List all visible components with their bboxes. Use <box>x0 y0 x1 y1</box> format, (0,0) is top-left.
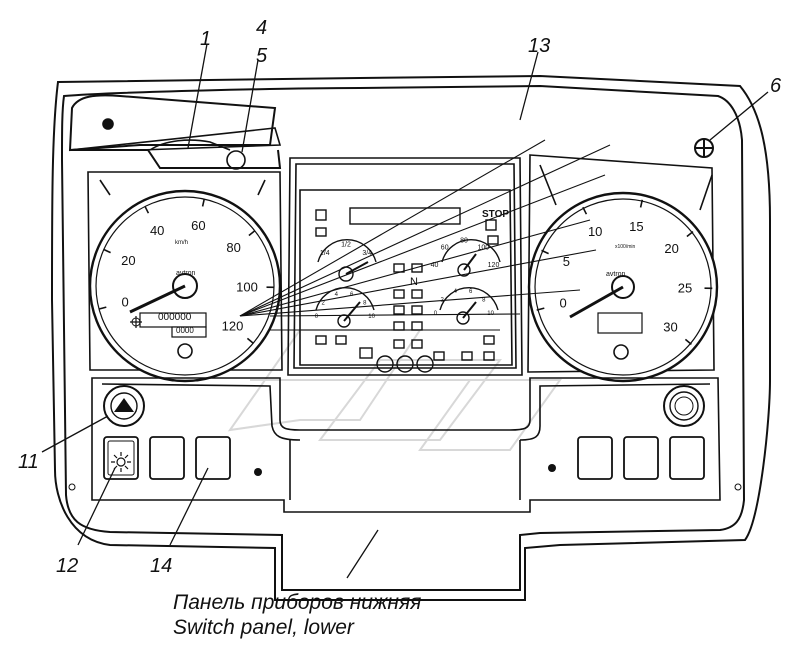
odometer-total: 000000 <box>158 312 192 323</box>
switch-blank-2[interactable] <box>149 436 185 480</box>
pressure-left-tick-label: 2 <box>322 300 326 306</box>
tachometer-tick-mark <box>541 249 549 255</box>
switch-section <box>91 377 721 513</box>
leader-lines-cross <box>239 139 611 331</box>
screw-6-cross <box>696 140 712 156</box>
hazard-button[interactable] <box>103 385 145 427</box>
callout-14: 14 <box>150 555 172 577</box>
stop-label: STOP <box>482 209 509 220</box>
pressure-right-tick-label: 4 <box>454 289 458 295</box>
speedometer-tick-label: 20 <box>121 253 135 268</box>
tachometer-brand: avtron <box>606 271 626 278</box>
caption-en: Switch panel, lower <box>173 616 354 640</box>
callout-13: 13 <box>528 35 550 57</box>
temp-gauge-ticks: 40 60 80 100 120 <box>431 237 500 269</box>
fuel-tick-label: 1/4 <box>320 250 330 257</box>
temp-tick-label: 80 <box>460 237 468 244</box>
speedometer-tick-mark <box>103 248 111 254</box>
speedometer-tick-mark <box>144 205 150 214</box>
fuel-tick-label: 1/2 <box>341 241 351 248</box>
temp-tick-label: 60 <box>441 245 449 252</box>
caption: Панель приборов нижняя Switch panel, low… <box>173 590 421 640</box>
tachometer-tick-label: 10 <box>588 224 602 239</box>
pressure-left-tick-label: 0 <box>315 314 319 320</box>
tachometer-tick-label: 15 <box>629 219 643 234</box>
pressure-right-tick-label: 6 <box>469 289 473 295</box>
tachometer-tick-label: 30 <box>663 319 677 334</box>
tachometer: avtron x100/min 0 5 10 15 20 25 30 <box>527 191 719 383</box>
fuel-gauge-ticks: 1/4 1/2 3/4 <box>320 241 372 257</box>
dashboard-body <box>50 74 771 601</box>
tachometer-tick-label: 25 <box>678 281 692 296</box>
callout-11: 11 <box>18 451 39 473</box>
pressure-left-tick-label: 10 <box>368 314 375 320</box>
speedometer-tick-label: 80 <box>226 240 240 255</box>
switch-light[interactable] <box>103 436 139 480</box>
tachometer-tick-label: 0 <box>559 296 566 311</box>
pressure-left-tick-label: 8 <box>363 300 367 306</box>
tachometer-tick-label: 20 <box>664 241 678 256</box>
callout-1: 1 <box>200 28 211 50</box>
speedometer-tick-mark <box>98 306 107 310</box>
speedometer-tick-label: 100 <box>236 280 258 295</box>
switch-blank-5[interactable] <box>623 436 659 480</box>
tachometer-tick-mark <box>582 206 588 215</box>
screw-6 <box>694 138 714 158</box>
callout-4: 4 <box>256 17 267 39</box>
upper-bezel-detail <box>69 118 282 170</box>
speedometer-tick-mark <box>246 337 254 345</box>
screw-bottom-right <box>734 483 742 491</box>
callout-12: 12 <box>56 555 78 577</box>
speedometer-tick-mark <box>248 229 256 237</box>
pressure-right-tick-label: 8 <box>482 297 486 303</box>
speedometer-unit: km/h <box>175 240 188 246</box>
tachometer-tick-mark <box>536 307 545 311</box>
tachometer-tick-mark <box>686 230 694 238</box>
speedometer-tick-label: 120 <box>222 318 244 333</box>
screw-lower-left <box>254 468 262 476</box>
tachometer-tick-mark <box>639 199 644 208</box>
speedometer-tick-label: 40 <box>150 223 164 238</box>
speedometer-brand: avtron <box>176 270 196 277</box>
callout-labels: 1 4 5 13 6 11 12 14 <box>18 17 782 577</box>
callout-5: 5 <box>256 45 268 67</box>
temp-tick-label: 100 <box>477 245 489 252</box>
tachometer-tick-label: 5 <box>563 254 570 269</box>
callout-6: 6 <box>770 75 782 97</box>
speedometer-tick-label: 0 <box>121 295 128 310</box>
speedometer: 000000 0000 avtron km/h 0 20 40 60 80 100 120 <box>88 189 282 383</box>
neutral-label: N <box>410 276 418 288</box>
temp-tick-label: 120 <box>488 262 500 269</box>
switch-blank-4[interactable] <box>577 436 613 480</box>
tachometer-tick-mark <box>684 338 692 346</box>
odometer-trip: 0000 <box>176 326 194 335</box>
right-knob[interactable] <box>663 385 705 427</box>
pressure-left-tick-label: 4 <box>335 292 339 298</box>
fuel-tick-label: 3/4 <box>362 250 372 257</box>
caption-ru: Панель приборов нижняя <box>173 591 422 614</box>
temp-tick-label: 40 <box>431 262 439 269</box>
switch-blank-3[interactable] <box>195 436 231 480</box>
speedometer-tick-mark <box>201 198 206 207</box>
leader-lines <box>41 43 769 579</box>
tachometer-unit: x100/min <box>615 244 636 250</box>
screw-bottom-left <box>68 483 76 491</box>
screw-lower-right <box>548 464 556 472</box>
speedometer-tick-label: 60 <box>191 218 205 233</box>
switch-blank-6[interactable] <box>669 436 705 480</box>
center-cluster <box>315 207 501 373</box>
